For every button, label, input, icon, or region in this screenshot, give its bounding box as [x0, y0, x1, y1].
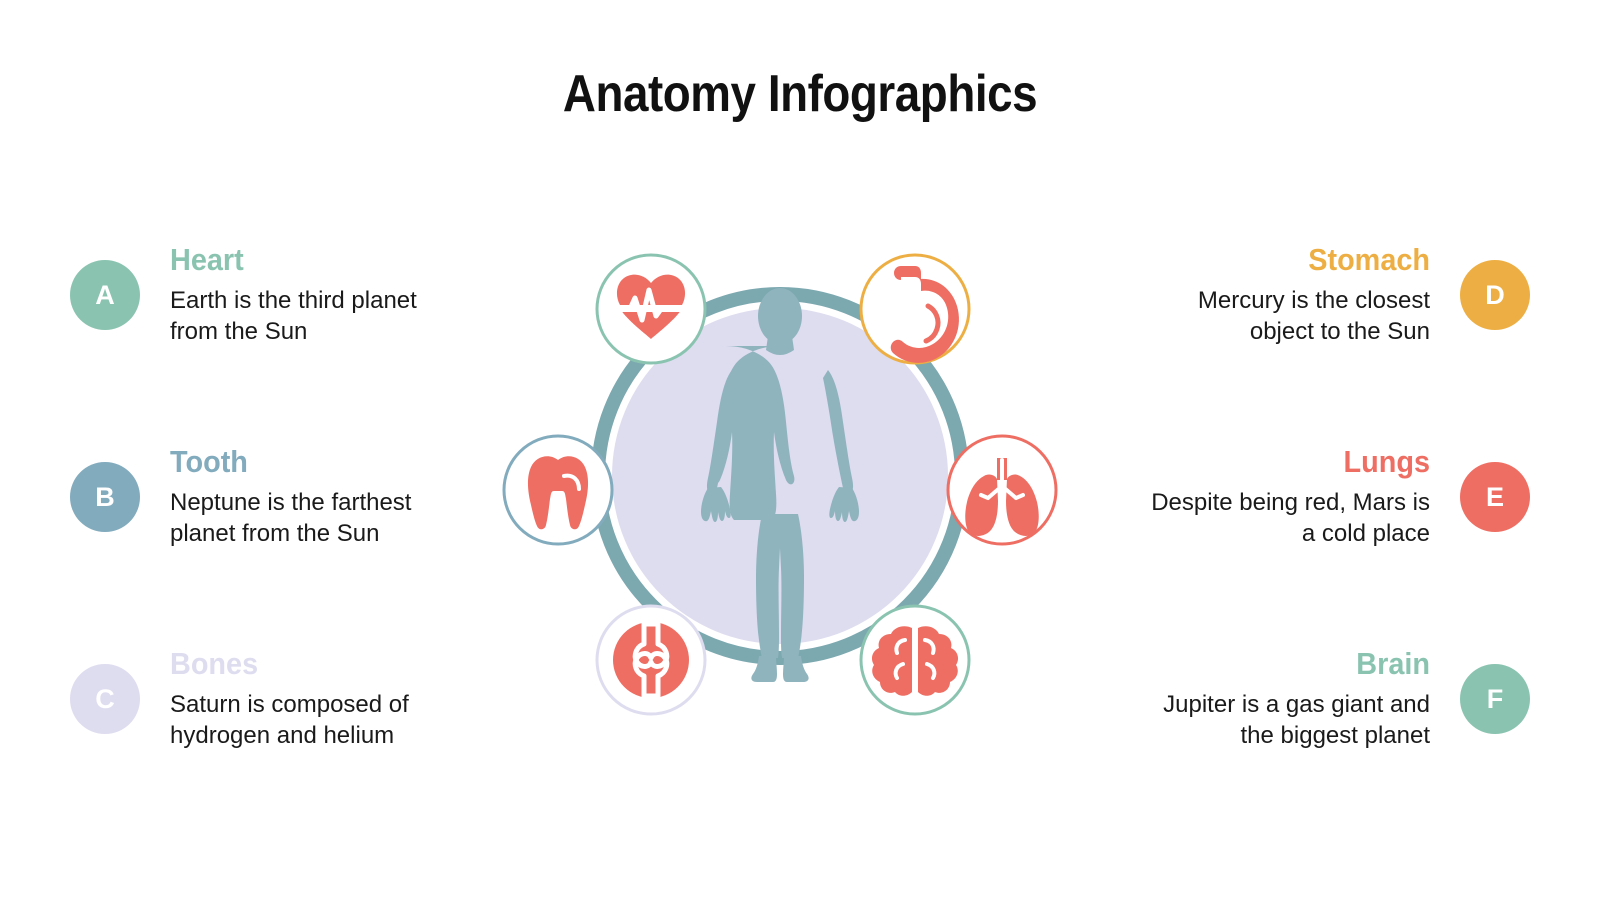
anatomy-diagram — [492, 236, 1068, 716]
entry-heart[interactable]: A Heart Earth is the third planet from t… — [66, 222, 518, 424]
tooth-icon-badge[interactable] — [502, 434, 614, 546]
entry-bones[interactable]: C Bones Saturn is composed of hydrogen a… — [66, 626, 518, 828]
entry-text-stomach: Stomach Mercury is the closest object to… — [1140, 242, 1430, 348]
entry-title-stomach: Stomach — [1308, 242, 1430, 277]
entry-text-lungs: Lungs Despite being red, Mars is a cold … — [1140, 444, 1430, 550]
entry-desc-lungs: Despite being red, Mars is a cold place — [1151, 488, 1430, 548]
stomach-icon — [890, 266, 959, 363]
left-column: A Heart Earth is the third planet from t… — [66, 222, 518, 828]
bones-icon-badge[interactable] — [595, 604, 707, 716]
entry-title-brain: Brain — [1356, 646, 1430, 681]
badge-letter-d: D — [1460, 260, 1530, 330]
entry-title-lungs: Lungs — [1343, 444, 1430, 479]
page-title: Anatomy Infographics — [562, 65, 1038, 123]
badge-letter-b: B — [70, 462, 140, 532]
entry-lungs[interactable]: E Lungs Despite being red, Mars is a col… — [1082, 424, 1534, 626]
entry-desc-tooth: Neptune is the farthest planet from the … — [170, 488, 412, 548]
stomach-icon-badge[interactable] — [859, 253, 971, 365]
heart-icon-badge[interactable] — [595, 253, 707, 365]
lungs-icon — [965, 458, 1039, 536]
entry-desc-brain: Jupiter is a gas giant and the biggest p… — [1163, 690, 1430, 750]
entry-tooth[interactable]: B Tooth Neptune is the farthest planet f… — [66, 424, 518, 626]
entry-text-heart: Heart Earth is the third planet from the… — [170, 242, 460, 348]
entry-stomach[interactable]: D Stomach Mercury is the closest object … — [1082, 222, 1534, 424]
right-column: D Stomach Mercury is the closest object … — [1082, 222, 1534, 828]
badge-letter-f: F — [1460, 664, 1530, 734]
entry-title-bones: Bones — [170, 646, 259, 681]
brain-icon — [871, 626, 959, 696]
entry-text-brain: Brain Jupiter is a gas giant and the big… — [1140, 646, 1430, 752]
heart-icon — [615, 274, 687, 339]
brain-icon-badge[interactable] — [859, 604, 971, 716]
entry-desc-bones: Saturn is composed of hydrogen and heliu… — [170, 690, 409, 750]
badge-letter-e: E — [1460, 462, 1530, 532]
badge-letter-c: C — [70, 664, 140, 734]
entry-text-tooth: Tooth Neptune is the farthest planet fro… — [170, 444, 460, 550]
human-body-silhouette — [701, 288, 859, 682]
bones-icon — [613, 621, 689, 699]
tooth-icon — [527, 456, 589, 530]
entry-title-heart: Heart — [170, 242, 244, 277]
lungs-icon-badge[interactable] — [946, 434, 1058, 546]
entry-brain[interactable]: F Brain Jupiter is a gas giant and the b… — [1082, 626, 1534, 828]
badge-letter-a: A — [70, 260, 140, 330]
entry-title-tooth: Tooth — [170, 444, 248, 479]
entry-text-bones: Bones Saturn is composed of hydrogen and… — [170, 646, 460, 752]
anatomy-disc — [612, 308, 948, 644]
entry-desc-heart: Earth is the third planet from the Sun — [170, 286, 417, 346]
entry-desc-stomach: Mercury is the closest object to the Sun — [1197, 286, 1430, 346]
